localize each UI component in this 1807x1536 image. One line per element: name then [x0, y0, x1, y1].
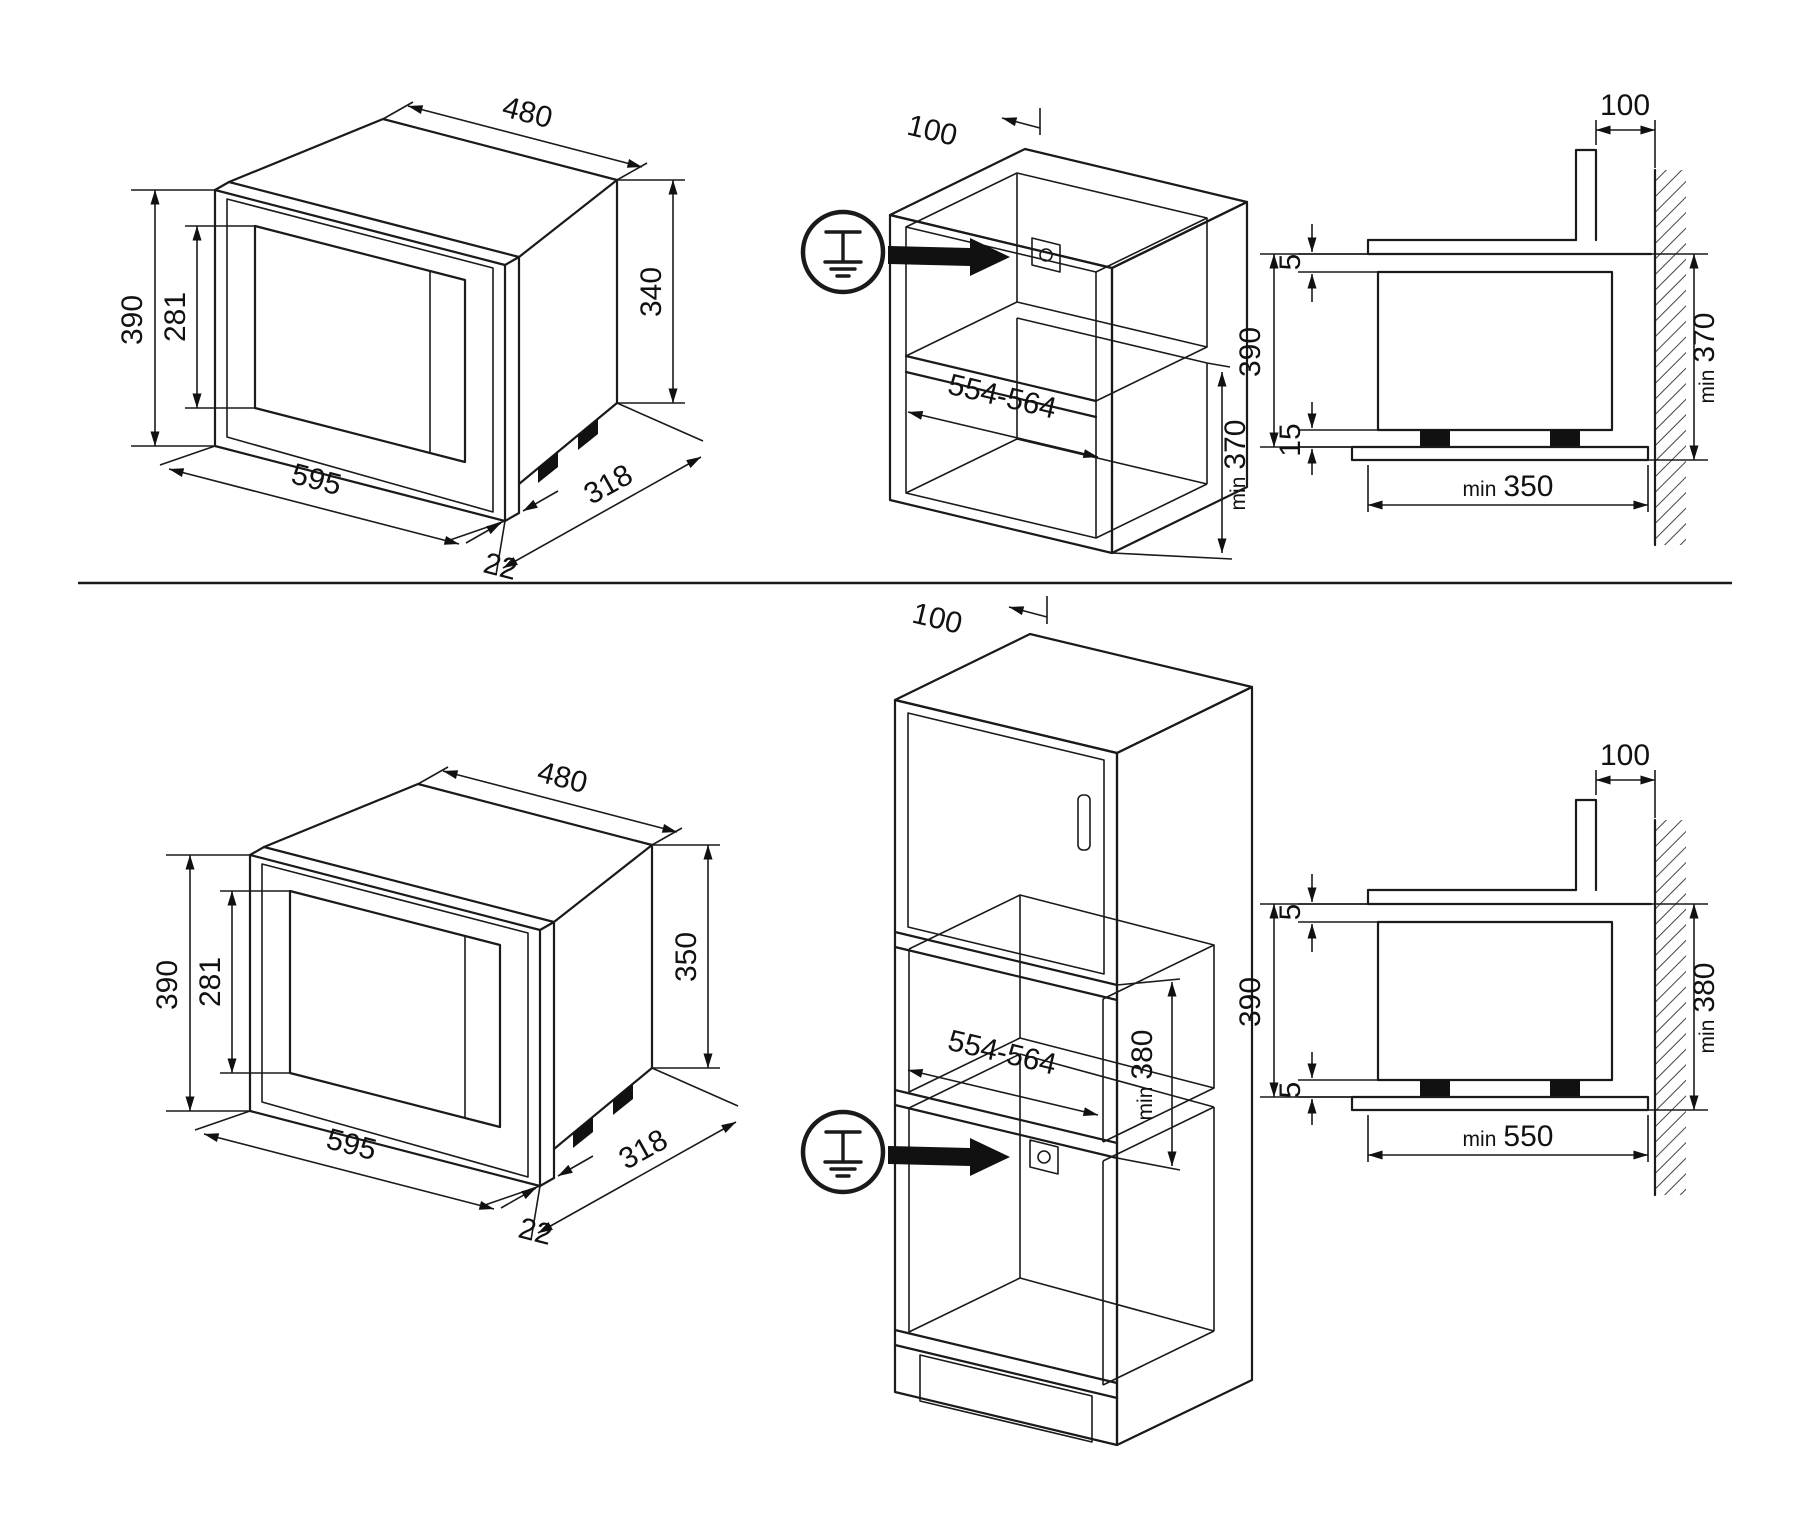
bottom-cabinet-isometric-view: 100 min380 554-564 [803, 596, 1254, 1447]
bottom-section-wall-min-height-label: min380 [1688, 963, 1721, 1054]
earth-ground-symbol [803, 1112, 883, 1192]
top-section-wall-clearance-label: 100 [1600, 89, 1650, 122]
bottom-oven-depth-label: 318 [614, 1123, 674, 1176]
bottom-oven-body-height-label: 350 [670, 932, 703, 982]
bottom-cabinet-min-height-label: min380 [1126, 1030, 1159, 1121]
door-handle [1077, 794, 1091, 851]
top-section-bottom-gap-label: 15 [1274, 423, 1307, 456]
top-section-wall-min-height-label: min370 [1688, 313, 1721, 404]
bottom-oven-width-label: 480 [534, 756, 591, 800]
mains-outlet [1031, 237, 1061, 273]
top-section-niche-height-label: 390 [1234, 327, 1267, 377]
bottom-cabinet-clearance-label: 100 [909, 597, 965, 641]
top-cabinet-niche-width-label: 554-564 [945, 368, 1060, 425]
ground-connection-arrow [888, 238, 1010, 276]
top-oven-body-height-label: 340 [635, 267, 668, 317]
bottom-cabinet-niche-width-label: 554-564 [945, 1024, 1060, 1081]
bottom-section-niche-height-label: 390 [1234, 977, 1267, 1027]
ground-connection-arrow [888, 1138, 1010, 1176]
bottom-oven-front-width-label: 595 [323, 1123, 380, 1167]
top-cabinet-isometric-view: 100 554-564 min370 [803, 108, 1252, 560]
mains-outlet [1029, 1139, 1059, 1175]
earth-ground-symbol [803, 212, 883, 292]
bottom-section-top-gap-label: 5 [1274, 904, 1307, 921]
top-oven-window-height-label: 281 [159, 292, 192, 342]
bottom-section-bottom-gap-label: 5 [1274, 1082, 1307, 1099]
top-cabinet-clearance-label: 100 [904, 109, 960, 153]
bottom-section-wall-clearance-label: 100 [1600, 739, 1650, 772]
top-oven-width-label: 480 [499, 91, 556, 135]
top-oven-frame-thickness-label: 22 [480, 547, 521, 587]
bottom-oven-frame-thickness-label: 22 [515, 1212, 556, 1252]
top-section-top-gap-label: 5 [1274, 254, 1307, 271]
bottom-oven-isometric-view: 480 390 281 350 595 318 22 [151, 756, 738, 1252]
top-cabinet-min-height-label: min370 [1219, 420, 1252, 511]
top-oven-frame-height-label: 390 [116, 295, 149, 345]
top-oven-front-width-label: 595 [288, 458, 345, 502]
bottom-oven-window-height-label: 281 [194, 957, 227, 1007]
top-oven-depth-label: 318 [579, 458, 639, 511]
top-oven-isometric-view: 480 390 281 340 595 318 22 [116, 91, 703, 587]
bottom-oven-frame-height-label: 390 [151, 960, 184, 1010]
